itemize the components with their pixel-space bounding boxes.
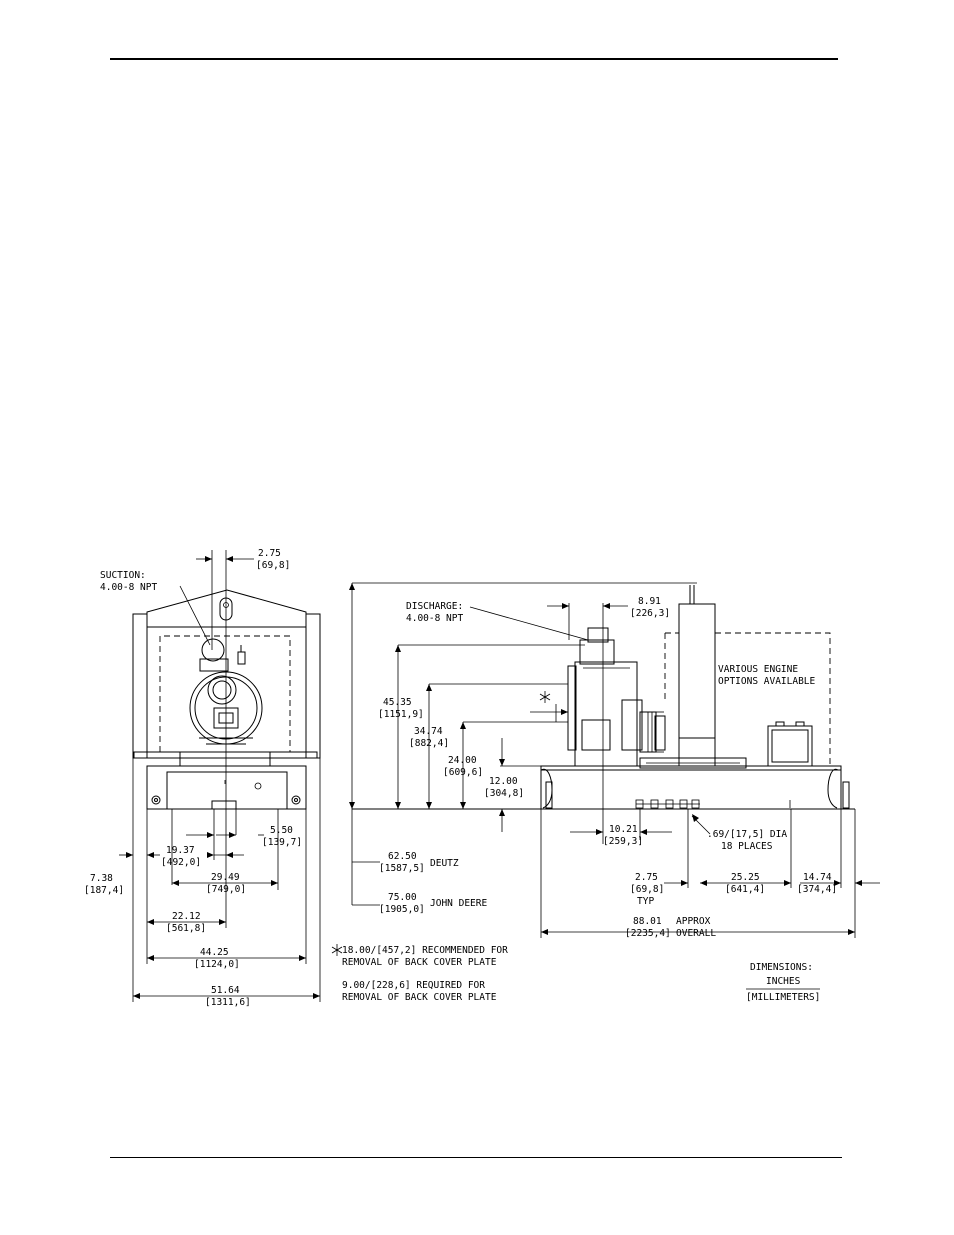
side-dim-2-75-mm: [69,8] [630,884,664,895]
side-dim-62-50-in: 62.50 [388,851,417,862]
side-dim-34-74-mm: [882,4] [409,738,449,749]
front-suction-label: SUCTION: [100,570,146,581]
side-dim-14-74-mm: [374,4] [797,884,837,895]
side-dim-12-00-mm: [304,8] [484,788,524,799]
side-dim-34-74-in: 34.74 [414,726,443,737]
side-dim-62-50-mm: [1587,5] [379,863,425,874]
units-inches: INCHES [766,976,801,987]
side-engine-note-1: VARIOUS ENGINE [718,664,798,675]
units-millimeters: [MILLIMETERS] [746,992,820,1003]
front-dim-2-75-mm: [69,8] [256,560,290,571]
side-dim-25-25-in: 25.25 [731,872,760,883]
top-rule [110,58,838,60]
front-dim-22-12-in: 22.12 [172,911,201,922]
front-dim-29-49-in: 29.49 [211,872,240,883]
front-dim-5-50-mm: [139,7] [262,837,302,848]
side-dim-24-00-mm: [609,6] [443,767,483,778]
side-engine-note-2: OPTIONS AVAILABLE [718,676,816,687]
side-dim-10-21-mm: [259,3] [603,836,643,847]
side-typ-label: TYP [637,896,654,907]
required-note-line-2: REMOVAL OF BACK COVER PLATE [342,992,497,1003]
side-deutz-label: DEUTZ [430,858,459,869]
side-dim-12-00-in: 12.00 [489,776,518,787]
star-note-asterisk [331,944,343,956]
asterisk-symbol [539,691,551,703]
front-dim-19-37-mm: [492,0] [161,857,201,868]
side-dim-45-35-in: 45.35 [383,697,412,708]
side-dim-88-01-mm: [2235,4] [625,928,671,939]
side-hole-note-1: .69/[17,5] DIA [707,829,787,840]
side-dim-14-74-in: 14.74 [803,872,832,883]
front-view: SUCTION: 4.00-8 NPT 2.75 [69,8] 5.50 [13… [84,548,321,1008]
front-dim-29-49-mm: [749,0] [206,884,246,895]
side-view: DISCHARGE: 4.00-8 NPT 8.91 [226,3] VARIO… [349,582,880,939]
side-dim-45-35-mm: [1151,9] [378,709,424,720]
side-dim-8-91-in: 8.91 [638,596,661,607]
bottom-rule [110,1157,842,1158]
star-note-line-1: 18.00/[457,2] RECOMMENDED FOR [342,945,508,956]
side-dim-75-00-in: 75.00 [388,892,417,903]
front-dim-19-37-in: 19.37 [166,845,195,856]
units-title: DIMENSIONS: [750,962,813,973]
front-dim-51-64-mm: [1311,6] [205,997,251,1008]
side-discharge-label: DISCHARGE: [406,601,463,612]
front-suction-size: 4.00-8 NPT [100,582,157,593]
side-dim-88-01-in: 88.01 [633,916,662,927]
front-dim-51-64-in: 51.64 [211,985,240,996]
star-note-line-2: REMOVAL OF BACK COVER PLATE [342,957,497,968]
side-hole-note-2: 18 PLACES [721,841,773,852]
side-dim-8-91-mm: [226,3] [630,608,670,619]
front-dim-44-25-mm: [1124,0] [194,959,240,970]
side-approx-label: APPROX [676,916,711,927]
front-dim-7-38-in: 7.38 [90,873,113,884]
front-dim-44-25-in: 44.25 [200,947,229,958]
required-note-line-1: 9.00/[228,6] REQUIRED FOR [342,980,485,991]
side-dim-10-21-in: 10.21 [609,824,638,835]
side-dim-2-75-in: 2.75 [635,872,658,883]
front-dim-2-75-in: 2.75 [258,548,281,559]
front-dim-5-50-in: 5.50 [270,825,293,836]
front-dim-7-38-mm: [187,4] [84,885,124,896]
front-dim-22-12-mm: [561,8] [166,923,206,934]
side-dim-25-25-mm: [641,4] [725,884,765,895]
side-dim-24-00-in: 24.00 [448,755,477,766]
notes: 18.00/[457,2] RECOMMENDED FOR REMOVAL OF… [331,944,820,1003]
side-overall-label: OVERALL [676,928,716,939]
side-dim-75-00-mm: [1905,0] [379,904,425,915]
base-holes [635,799,791,809]
side-discharge-size: 4.00-8 NPT [406,613,463,624]
side-john-deere-label: JOHN DEERE [430,898,487,909]
